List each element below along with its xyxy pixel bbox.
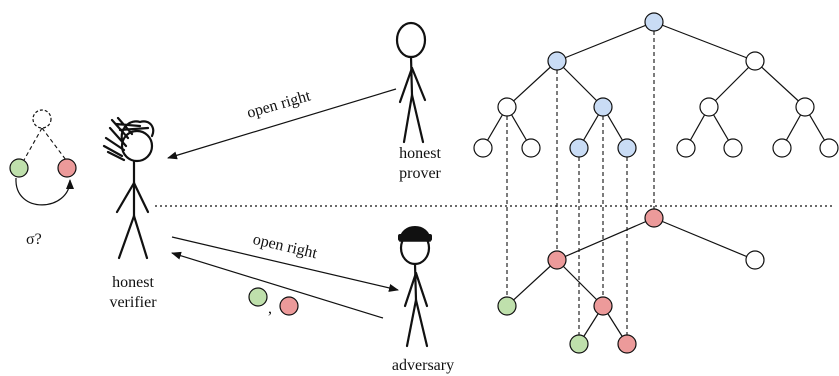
sigma-parent-node bbox=[32, 109, 52, 129]
tree-bottom-node-l bbox=[547, 250, 567, 270]
honest-verifier-figure-icon bbox=[102, 116, 155, 260]
tree-top-leaf-4 bbox=[617, 138, 637, 158]
honest-prover-label-line2: prover bbox=[399, 165, 441, 182]
sigma-label: σ? bbox=[26, 231, 42, 248]
sigma-swap-arrow bbox=[15, 177, 74, 206]
sigma-swap-illustration: σ? bbox=[9, 109, 77, 248]
response-red-node bbox=[279, 296, 299, 316]
tree-top-node-r bbox=[745, 51, 765, 71]
open-right-arrow-bottom bbox=[171, 236, 399, 292]
tree-top-leaf-8 bbox=[819, 138, 839, 158]
honest-verifier-label-line1: honest bbox=[112, 274, 154, 291]
tree-top-node-l bbox=[547, 51, 567, 71]
response-comma: , bbox=[268, 300, 272, 317]
tree-top-leaf-7 bbox=[772, 138, 792, 158]
honest-prover-label-line1: honest bbox=[399, 145, 441, 162]
open-right-arrow-top bbox=[167, 88, 397, 160]
response-arrow-bottom bbox=[171, 251, 384, 319]
tree-top-leaf-6 bbox=[723, 138, 743, 158]
adversary-merkle-tree bbox=[497, 208, 765, 354]
honest-prover-figure-icon bbox=[395, 21, 427, 144]
tree-top-node-lr bbox=[593, 97, 613, 117]
tree-bottom-leaf-1 bbox=[569, 334, 589, 354]
adversary-figure-icon bbox=[398, 226, 432, 348]
projection-dashed-lines bbox=[506, 31, 655, 335]
tree-top-leaf-1 bbox=[473, 138, 493, 158]
response-green-node bbox=[248, 287, 268, 307]
tree-top-leaf-3 bbox=[569, 138, 589, 158]
tree-top-node-rr bbox=[795, 97, 815, 117]
sigma-red-node bbox=[57, 158, 77, 178]
tree-bottom-node-r bbox=[745, 250, 765, 270]
tree-bottom-root-node bbox=[644, 208, 664, 228]
tree-top-node-rl bbox=[699, 97, 719, 117]
tree-top-leaf-2 bbox=[521, 138, 541, 158]
sigma-green-node bbox=[9, 158, 29, 178]
tree-bottom-leaf-2 bbox=[617, 334, 637, 354]
tree-top-node-ll bbox=[497, 97, 517, 117]
tree-top-leaf-5 bbox=[676, 138, 696, 158]
honest-merkle-tree bbox=[473, 12, 839, 158]
tree-bottom-node-ll bbox=[497, 296, 517, 316]
honest-verifier-label-line2: verifier bbox=[109, 294, 157, 311]
tree-bottom-node-lr bbox=[593, 296, 613, 316]
tree-top-root-node bbox=[644, 12, 664, 32]
adversary-label: adversary bbox=[392, 357, 454, 374]
